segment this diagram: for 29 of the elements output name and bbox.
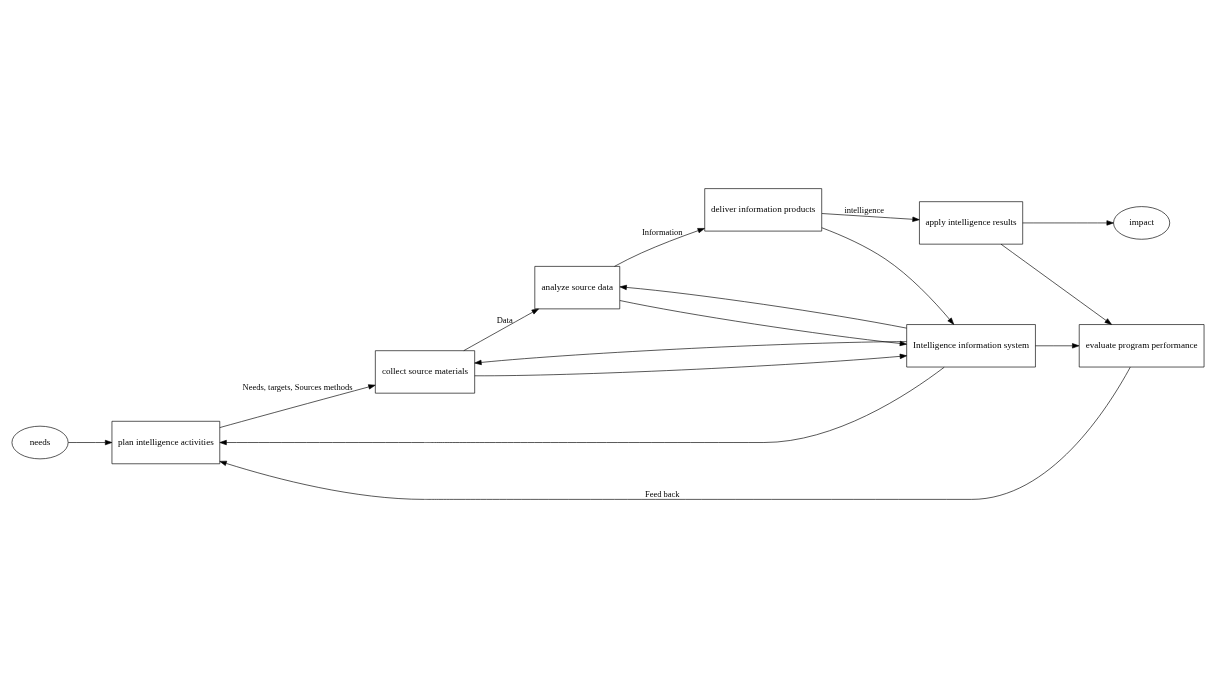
node-box: plan intelligence activities (111, 420, 221, 464)
node-box: apply intelligence results (919, 200, 1023, 244)
arrow (821, 212, 920, 222)
edge-label: Feed back (644, 488, 680, 499)
node-box: Intelligence information system (906, 323, 1036, 367)
arrow (1000, 243, 1112, 325)
arrow (68, 439, 113, 445)
arrow (1022, 219, 1114, 226)
node-box: deliver information products (704, 187, 823, 231)
arrow (474, 353, 907, 376)
edge-label: Data (496, 314, 513, 325)
node-ellipse: needs (11, 425, 69, 459)
arrow (821, 226, 955, 325)
arrow (219, 366, 945, 445)
edge-label: Information (641, 226, 683, 237)
node-box: collect source materials (375, 349, 475, 393)
node-ellipse: impact (1113, 205, 1171, 240)
node-box: evaluate program performance (1078, 323, 1205, 367)
node-box: analyze source data (534, 265, 621, 309)
arrow (1035, 342, 1080, 348)
arrow (619, 299, 907, 346)
edge-label: intelligence (844, 204, 884, 215)
arrow (219, 383, 376, 428)
arrow (474, 340, 907, 365)
arrow (219, 366, 1131, 500)
arrow (619, 284, 907, 328)
arrow (614, 227, 705, 267)
edge-label: Needs, targets, Sources methods (242, 381, 353, 392)
arrow (463, 308, 539, 351)
